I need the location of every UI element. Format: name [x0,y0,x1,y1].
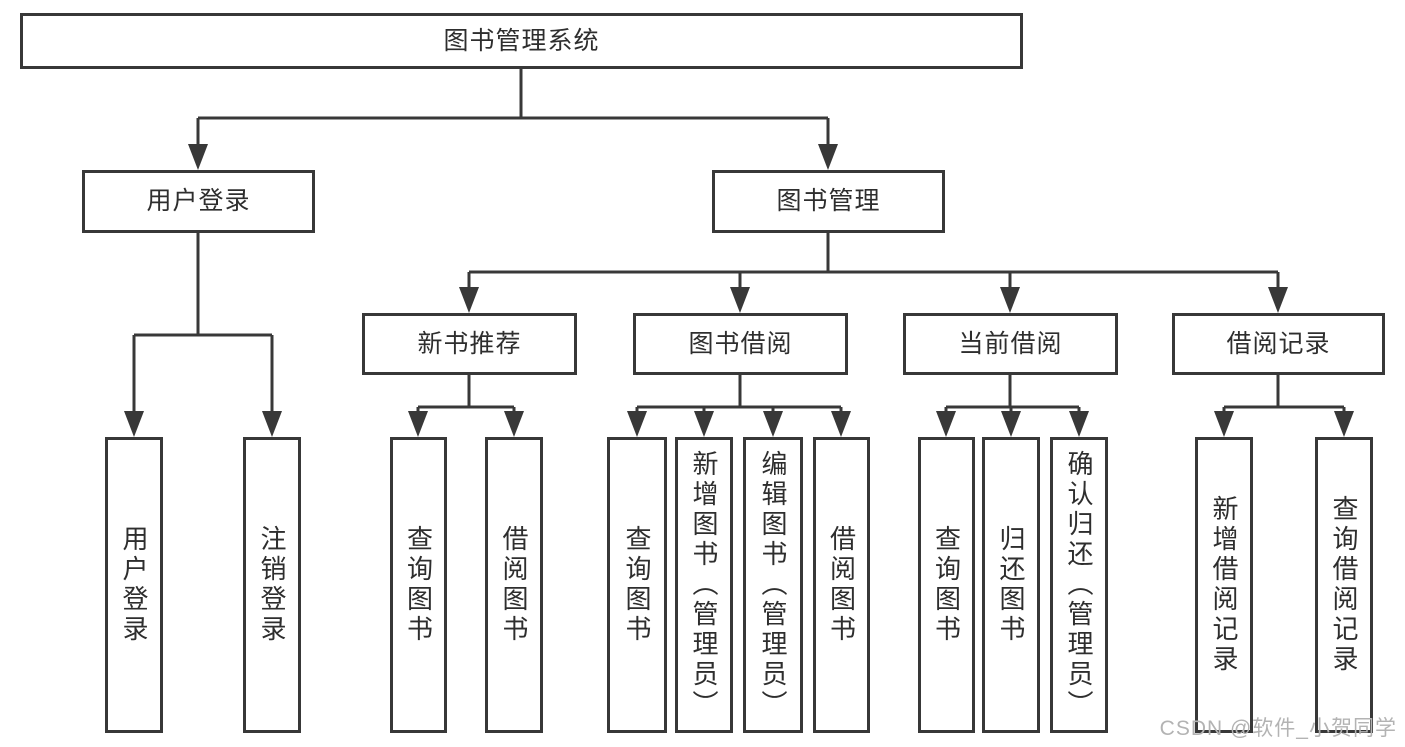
node-book-borrow: 图书借阅 [633,313,848,375]
arrow-icon [1069,411,1089,437]
node-borrow-record-label: 借阅记录 [1226,329,1331,358]
leaf-add-borrow-record: 新增借阅记录 [1195,437,1253,733]
leaf-return-book: 归还图书 [982,437,1040,733]
leaf-logout: 注销登录 [243,437,301,733]
leaf-confirm-return-admin: 确认归还（管理员） [1050,437,1108,733]
leaf-return-book-label: 归还图书 [996,525,1026,645]
arrow-icon [1001,411,1021,437]
arrow-icon [504,411,524,437]
arrow-icon [694,411,714,437]
arrow-icon [936,411,956,437]
arrow-icon [459,287,479,313]
node-root: 图书管理系统 [20,13,1023,69]
arrow-icon [730,287,750,313]
leaf-edit-book-admin: 编辑图书（管理员） [743,437,803,733]
watermark: CSDN @软件_小贺同学 [1159,717,1397,740]
arrow-icon [818,144,838,170]
leaf-query-book-current-label: 查询图书 [931,525,962,645]
arrow-icon [188,144,208,170]
node-book-borrow-label: 图书借阅 [688,329,793,358]
arrow-icon [1214,411,1234,437]
node-current-borrow: 当前借阅 [903,313,1118,375]
leaf-user-login: 用户登录 [105,437,163,733]
leaf-query-borrow-record: 查询借阅记录 [1315,437,1373,733]
leaf-confirm-return-admin-label: 确认归还（管理员） [1064,450,1094,720]
arrow-icon [831,411,851,437]
leaf-borrow-book-recommend-label: 借阅图书 [499,525,529,645]
leaf-query-book-borrow: 查询图书 [607,437,667,733]
leaf-borrow-book: 借阅图书 [813,437,870,733]
arrow-icon [124,411,144,437]
leaf-query-book-borrow-label: 查询图书 [622,525,652,645]
node-user-login: 用户登录 [82,170,315,233]
leaf-user-login-label: 用户登录 [119,525,149,645]
leaf-add-book-admin-label: 新增图书（管理员） [689,450,719,720]
arrow-icon [1268,287,1288,313]
arrow-icon [408,411,428,437]
leaf-query-book-current: 查询图书 [918,437,975,733]
node-new-book-recommend: 新书推荐 [362,313,577,375]
node-borrow-record: 借阅记录 [1172,313,1385,375]
arrow-icon [1000,287,1020,313]
node-book-management-label: 图书管理 [776,187,881,215]
leaf-add-book-admin: 新增图书（管理员） [675,437,733,733]
node-new-book-recommend-label: 新书推荐 [417,329,522,358]
leaf-query-book-recommend-label: 查询图书 [403,525,434,645]
node-book-management: 图书管理 [712,170,945,233]
arrow-icon [763,411,783,437]
node-user-login-label: 用户登录 [146,187,251,215]
leaf-query-borrow-record-label: 查询借阅记录 [1329,495,1359,675]
leaf-borrow-book-label: 借阅图书 [826,525,857,645]
leaf-add-borrow-record-label: 新增借阅记录 [1209,495,1239,675]
leaf-edit-book-admin-label: 编辑图书（管理员） [758,450,788,720]
leaf-borrow-book-recommend: 借阅图书 [485,437,543,733]
leaf-logout-label: 注销登录 [257,525,287,645]
node-root-label: 图书管理系统 [443,26,600,55]
arrow-icon [627,411,647,437]
arrow-icon [1334,411,1354,437]
leaf-query-book-recommend: 查询图书 [390,437,447,733]
node-current-borrow-label: 当前借阅 [958,329,1063,358]
arrow-icon [262,411,282,437]
arrowheads [124,144,1354,437]
